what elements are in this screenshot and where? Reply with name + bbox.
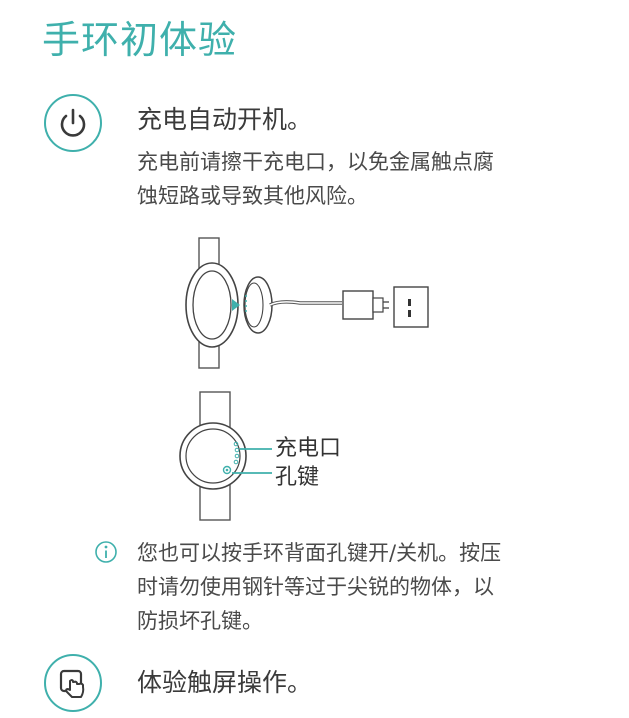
page-title: 手环初体验 [42,18,238,62]
arrow-icon [232,299,240,311]
usb-plug-illustration [342,290,374,320]
step1-heading: 充电自动开机。 [137,105,313,134]
touch-screen-icon [44,654,102,712]
note-line: 时请勿使用钢针等过于尖锐的物体，以 [137,575,494,599]
note-text: 您也可以按手环背面孔键开/关机。按压 时请勿使用钢针等过于尖锐的物体，以 防损坏… [137,536,577,638]
step1-description: 充电前请擦干充电口，以免金属触点腐 蚀短路或导致其他风险。 [137,145,577,213]
power-socket-illustration [393,286,429,328]
step1-description-line: 充电前请擦干充电口，以免金属触点腐 [137,150,494,174]
button-hole-marker [222,465,232,475]
button-hole-label: 孔键 [275,465,320,490]
note-line: 防损坏孔键。 [137,609,263,633]
power-icon [44,94,102,152]
watch-back-illustration [179,422,247,490]
note-line: 您也可以按手环背面孔键开/关机。按压 [137,541,502,565]
charge-port-label: 充电口 [275,436,342,461]
info-icon [95,541,117,563]
charging-illustration [179,237,429,521]
step2-heading: 体验触屏操作。 [137,668,313,697]
watch-face-illustration [185,262,239,348]
step1-description-line: 蚀短路或导致其他风险。 [137,184,368,208]
